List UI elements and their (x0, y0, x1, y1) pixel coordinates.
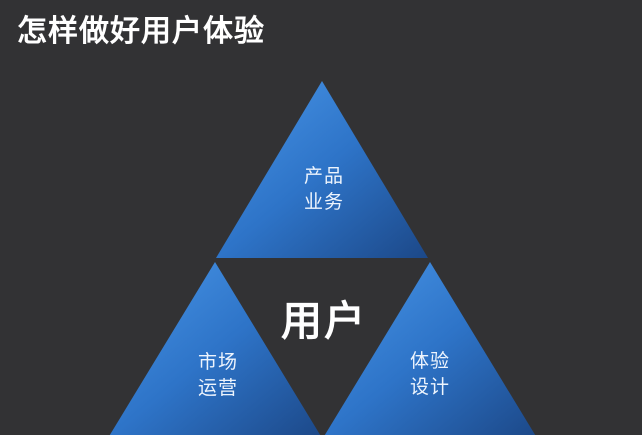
triangle-product-business (216, 81, 428, 258)
triangle-label-experience-design: 体验 设计 (410, 349, 450, 401)
label-line: 体验 (409, 351, 451, 372)
label-line: 运营 (197, 378, 239, 399)
triangle-experience-design (324, 262, 536, 435)
center-label-user: 用户 (281, 298, 367, 344)
triangle-label-market-operations: 市场 运营 (198, 350, 238, 402)
label-line: 业务 (303, 192, 345, 213)
label-line: 产品 (303, 166, 345, 187)
slide-title: 怎样做好用户体验 (17, 15, 265, 48)
triangle-market-operations (109, 262, 321, 435)
triangle-label-product-business: 产品 业务 (304, 164, 344, 216)
label-line: 市场 (197, 352, 239, 373)
label-line: 设计 (409, 377, 451, 398)
